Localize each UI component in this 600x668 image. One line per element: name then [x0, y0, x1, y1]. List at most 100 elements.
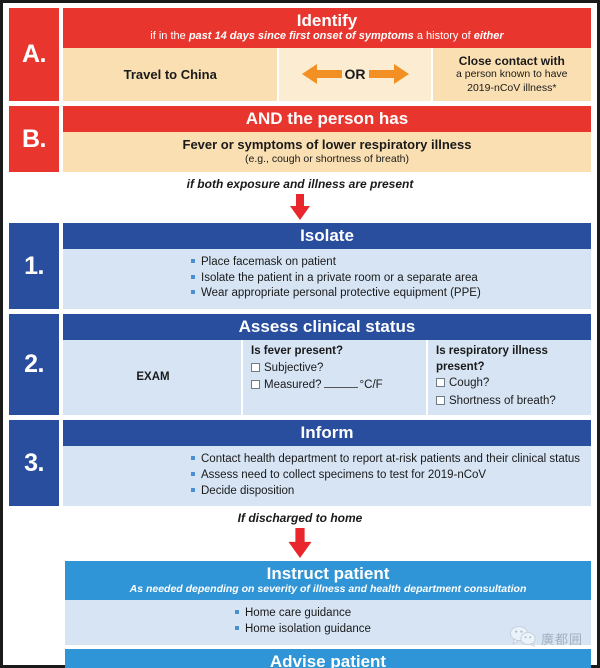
- bullet-square-icon: [191, 471, 195, 476]
- step-2-exam-table: EXAM Is fever present? Subjective? Measu…: [63, 340, 591, 415]
- bullet-square-icon: [235, 610, 239, 614]
- section-a-options: Travel to China OR Close co: [63, 47, 591, 102]
- step-3-header: Inform: [63, 419, 591, 446]
- step-1-list: Place facemask on patient Isolate the pa…: [63, 249, 591, 310]
- bullet-square-icon: [191, 258, 195, 263]
- or-label: OR: [344, 66, 366, 83]
- bullet-square-icon: [191, 290, 195, 295]
- respiratory-item-label: Shortness of breath?: [449, 394, 556, 407]
- respiratory-checkbox-shortness[interactable]: Shortness of breath?: [436, 393, 585, 410]
- step-2-header: Assess clinical status: [63, 314, 591, 341]
- section-b-line-2: (e.g., cough or shortness of breath): [244, 152, 409, 165]
- close-contact-line-1: Close contact with: [458, 53, 565, 68]
- arrow-left-icon: [301, 62, 342, 86]
- list-item: Decide disposition: [191, 484, 591, 500]
- list-item: Place facemask on patient: [191, 255, 591, 271]
- subtitle-mid: a history of: [413, 30, 474, 43]
- section-b-badge: B.: [9, 106, 59, 173]
- fever-unit-label: °C/F: [359, 379, 383, 392]
- exam-label: EXAM: [63, 340, 243, 415]
- option-close-contact: Close contact with a person known to hav…: [433, 48, 591, 101]
- section-a-title: Identify: [296, 11, 358, 30]
- subtitle-emphasis-2: either: [473, 30, 504, 43]
- checkbox-icon[interactable]: [251, 380, 260, 390]
- respiratory-checkbox-cough[interactable]: Cough?: [436, 375, 585, 392]
- step-2: 2. Assess clinical status EXAM Is fever …: [9, 314, 591, 415]
- checkbox-icon[interactable]: [436, 395, 445, 405]
- list-item-label: Home care guidance: [245, 607, 352, 620]
- connector-2-text: If discharged to home: [237, 511, 363, 526]
- fever-heading: Is fever present?: [251, 345, 344, 358]
- step-3-badge: 3.: [9, 419, 59, 507]
- advise-patient-panel: Advise patient If the patient develops n…: [65, 648, 591, 668]
- step-1-title: Isolate: [300, 225, 354, 245]
- instruct-patient-subtitle: As needed depending on severity of illne…: [129, 582, 527, 595]
- bullet-square-icon: [191, 455, 195, 460]
- connector-1-text: if both exposure and illness are present: [186, 177, 414, 192]
- step-1: 1. Isolate Place facemask on patient Iso…: [9, 222, 591, 310]
- fever-column: Is fever present? Subjective? Measured? °…: [243, 340, 428, 415]
- list-item: Contact health department to report at-r…: [191, 452, 591, 468]
- list-item-label: Decide disposition: [201, 484, 295, 497]
- fever-item-label: Subjective?: [264, 361, 324, 374]
- respiratory-column: Is respiratory illness present? Cough? S…: [428, 340, 591, 415]
- section-b: B. AND the person has Fever or symptoms …: [9, 106, 591, 173]
- down-arrow-icon-2: [9, 527, 591, 558]
- list-item: Home care guidance: [235, 606, 591, 622]
- bullet-square-icon: [235, 625, 239, 630]
- step-1-body: Isolate Place facemask on patient Isolat…: [63, 222, 591, 310]
- subtitle-pre: if in the: [150, 30, 189, 43]
- instruct-patient-list: Home care guidance Home isolation guidan…: [65, 600, 591, 645]
- list-item-label: Assess need to collect specimens to test…: [201, 468, 487, 481]
- checkbox-icon[interactable]: [251, 362, 260, 372]
- section-a: A. Identify if in the past 14 days since…: [9, 8, 591, 102]
- down-arrow-icon-1: [9, 193, 591, 220]
- bullet-square-icon: [191, 274, 195, 279]
- list-item: Isolate the patient in a private room or…: [191, 271, 591, 287]
- list-item-label: Home isolation guidance: [245, 622, 371, 635]
- arrow-right-icon: [368, 62, 409, 86]
- list-item-label: Isolate the patient in a private room or…: [201, 271, 478, 284]
- watermark: 廣都囲: [509, 625, 583, 652]
- fever-checkbox-subjective[interactable]: Subjective?: [251, 360, 420, 377]
- advise-patient-title: Advise patient: [269, 651, 387, 668]
- respiratory-item-label: Cough?: [449, 377, 490, 390]
- list-item-label: Place facemask on patient: [201, 255, 336, 268]
- section-b-body: AND the person has Fever or symptoms of …: [63, 106, 591, 173]
- step-2-title: Assess clinical status: [238, 317, 416, 337]
- list-item: Wear appropriate personal protective equ…: [191, 286, 591, 302]
- instruct-patient-title: Instruct patient: [266, 563, 390, 583]
- subtitle-emphasis-1: past 14 days since first onset of sympto…: [188, 30, 414, 43]
- step-2-body: Assess clinical status EXAM Is fever pre…: [63, 314, 591, 415]
- instruct-patient-panel: Instruct patient As needed depending on …: [65, 560, 591, 645]
- step-1-content: Place facemask on patient Isolate the pa…: [63, 248, 591, 310]
- step-1-badge: 1.: [9, 222, 59, 310]
- step-3-title: Inform: [300, 422, 354, 442]
- list-item: Assess need to collect specimens to test…: [191, 468, 591, 484]
- section-b-line-1: Fever or symptoms of lower respiratory i…: [182, 137, 472, 153]
- section-b-header: AND the person has: [63, 106, 591, 133]
- connector-1: if both exposure and illness are present: [9, 172, 591, 220]
- bullet-square-icon: [191, 487, 195, 492]
- watermark-text: 廣都囲: [540, 633, 583, 648]
- instruct-patient-header: Instruct patient As needed depending on …: [65, 560, 591, 601]
- section-a-badge: A.: [9, 8, 59, 102]
- fever-checkbox-measured[interactable]: Measured? °C/F: [251, 377, 420, 394]
- fever-item-label: Measured?: [264, 379, 322, 392]
- section-a-header: Identify if in the past 14 days since fi…: [63, 8, 591, 48]
- option-or-divider: OR: [279, 47, 433, 102]
- step-3-list: Contact health department to report at-r…: [63, 446, 591, 507]
- connector-2: If discharged to home: [9, 506, 591, 558]
- section-a-body: Identify if in the past 14 days since fi…: [63, 8, 591, 102]
- advise-patient-header: Advise patient If the patient develops n…: [65, 648, 591, 668]
- section-b-title: AND the person has: [245, 109, 409, 129]
- close-contact-line-2: a person known to have: [456, 68, 568, 81]
- respiratory-heading: Is respiratory illness present?: [436, 345, 548, 373]
- section-a-subtitle: if in the past 14 days since first onset…: [67, 30, 587, 44]
- measured-value-blank[interactable]: [323, 387, 358, 389]
- step-2-badge: 2.: [9, 314, 59, 415]
- option-travel-to-china: Travel to China: [63, 47, 280, 102]
- checkbox-icon[interactable]: [436, 378, 445, 388]
- list-item-label: Wear appropriate personal protective equ…: [201, 287, 481, 300]
